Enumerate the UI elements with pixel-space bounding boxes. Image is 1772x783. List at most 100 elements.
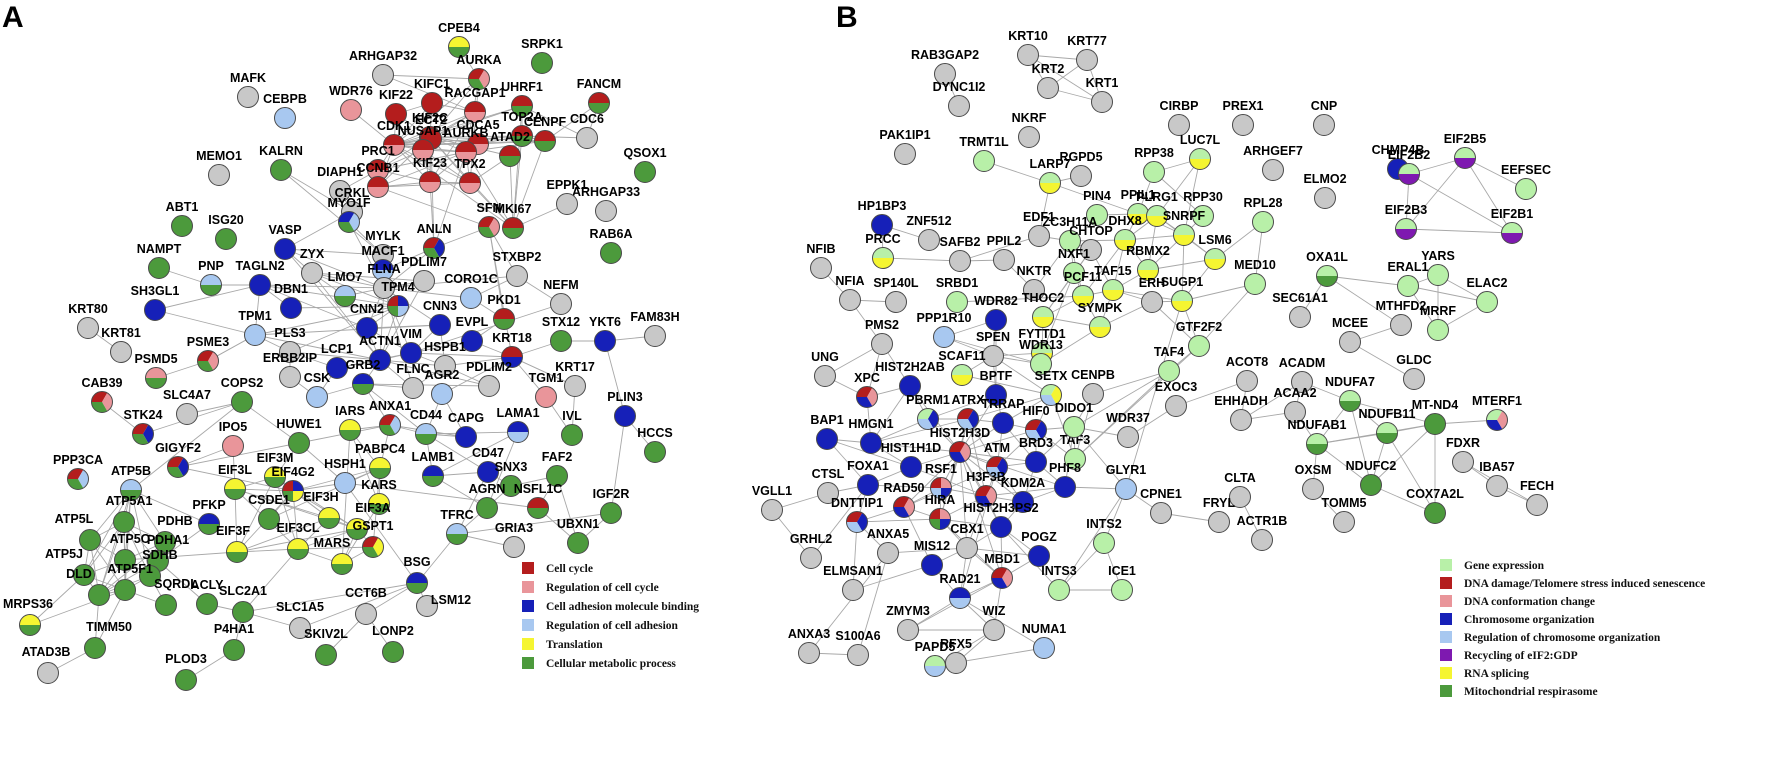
node-psmd5: PSMD5: [134, 352, 178, 389]
node-mrps36: MRPS36: [3, 597, 53, 636]
node-setx: SETX: [1035, 369, 1068, 406]
node-label-kars: KARS: [361, 478, 396, 492]
legend-label: Gene expression: [1464, 560, 1545, 572]
node-label-hp1bp3: HP1BP3: [858, 199, 907, 213]
node-nefm: NEFM: [543, 278, 579, 315]
edge-flna-stxbp2: [383, 275, 518, 289]
node-label-psme3: PSME3: [187, 335, 229, 349]
legend-swatch: [1440, 685, 1452, 697]
node-huwe1: HUWE1: [276, 417, 322, 454]
node-ndufc2: NDUFC2: [1346, 459, 1396, 496]
node-label-pogz: POGZ: [1021, 530, 1057, 544]
node-label-cox7a2l: COX7A2L: [1406, 487, 1464, 501]
node-mthfd2: MTHFD2: [1376, 299, 1426, 336]
node-label-mrrf: MRRF: [1420, 304, 1456, 318]
node-label-cdca5: CDCA5: [456, 118, 499, 132]
edge-tpx2-aurka: [469, 78, 480, 184]
node-pms2: PMS2: [865, 318, 899, 355]
node-papd5: PAPD5: [915, 640, 955, 677]
node-label-setx: SETX: [1035, 369, 1068, 383]
node-cdk1: CDK1: [377, 119, 411, 156]
node-label-nxf1: NXF1: [1058, 247, 1090, 261]
edge-ect2-anln: [430, 138, 435, 249]
node-label-sugp1: SUGP1: [1161, 275, 1203, 289]
node-label-anxa3: ANXA3: [788, 627, 830, 641]
node-rad21: RAD21: [940, 572, 981, 609]
edge-hist2h3d-hmgn1: [870, 442, 961, 453]
node-cdc6: CDC6: [570, 112, 604, 149]
edge-cnn2-cnn3: [366, 324, 441, 329]
edge-dido1-glyr1: [1073, 426, 1127, 490]
node-prex1: PREX1: [1223, 99, 1264, 136]
node-krt18: KRT18: [492, 331, 532, 368]
node-ints2: INTS2: [1086, 517, 1122, 554]
panel-a-letter: A: [2, 1, 24, 34]
node-label-pms2: PMS2: [865, 318, 899, 332]
edge-grhl2-foxa1: [810, 484, 869, 559]
node-cd47: CD47: [472, 446, 504, 483]
edge-atp5b-sdhb: [130, 489, 151, 577]
node-hist1h1d: HIST1H1D: [881, 441, 941, 478]
edge-hira-dnttip1: [856, 518, 941, 523]
node-label-ykt6: YKT6: [589, 315, 621, 329]
node-label-kifc1: KIFC1: [414, 77, 450, 91]
node-memo1: MEMO1: [196, 149, 242, 186]
node-label-iba57: IBA57: [1479, 460, 1514, 474]
node-label-prc1: PRC1: [361, 144, 394, 158]
node-label-cenpb: CENPB: [1071, 368, 1115, 382]
node-label-mt-nd4: MT-ND4: [1412, 398, 1459, 412]
edge-actn1-pdlim7: [379, 280, 425, 361]
node-pdlim7: PDLIM7: [401, 255, 447, 292]
node-label-myo1f: MYO1F: [327, 196, 370, 210]
node-arhgap33: ARHGAP33: [572, 185, 640, 222]
edge-hist2h3d-mbd1: [959, 451, 1003, 579]
node-label-gldc: GLDC: [1396, 353, 1431, 367]
node-label-pin4: PIN4: [1083, 189, 1111, 203]
edge-aurkb-mki67: [465, 151, 514, 229]
edge-krt10-krt1: [1027, 54, 1103, 103]
node-label-pdhb: PDHB: [157, 514, 192, 528]
node-hccs: HCCS: [637, 426, 673, 463]
node-label-taf15: TAF15: [1094, 264, 1131, 278]
node-label-sfn: SFN: [477, 201, 502, 215]
edge-eif2b3-eif2b1: [1405, 228, 1513, 234]
edge-aurkb-ccnb1: [377, 151, 467, 188]
node-chtop: CHTOP: [1069, 224, 1113, 261]
node-eif3cl: EIF3CL: [276, 521, 320, 560]
node-label-sympk: SYMPK: [1078, 301, 1122, 315]
edge-luc7l-plrg1: [1156, 158, 1201, 217]
edge-uhrf1-cdc6: [521, 105, 588, 139]
node-nkrf: NKRF: [1012, 111, 1047, 148]
edge-pabpc4-csde1: [268, 467, 381, 520]
edge-foxa1-rsf1: [867, 484, 942, 489]
node-label-spen: SPEN: [976, 330, 1010, 344]
node-label-oxsm: OXSM: [1295, 463, 1332, 477]
node-label-plin3: PLIN3: [607, 390, 642, 404]
edge-ndufab1-ndufc2: [1316, 443, 1372, 486]
node-label-racgap1: RACGAP1: [444, 86, 505, 100]
node-nxf1: NXF1: [1058, 247, 1090, 284]
edge-aurkb-prc1: [377, 151, 467, 171]
edge-elmsan1-dnttip1: [852, 521, 858, 591]
node-label-vim: VIM: [400, 327, 422, 341]
node-label-phf8: PHF8: [1049, 461, 1081, 475]
node-brd3: BRD3: [1019, 436, 1053, 473]
edge-flna-coro1c: [383, 287, 472, 299]
edge-flna-vasp: [284, 248, 385, 289]
node-label-ubxn1: UBXN1: [557, 517, 599, 531]
node-label-rab6a: RAB6A: [589, 227, 632, 241]
node-ppil1: PPIL1: [1121, 188, 1155, 225]
node-lonp2: LONP2: [372, 624, 414, 663]
node-label-atad2: ATAD2: [490, 130, 530, 144]
node-label-erh: ERH: [1139, 276, 1165, 290]
node-label-atp5o: ATP5O: [110, 532, 151, 546]
edge-snrpf-sugp1: [1181, 234, 1185, 302]
node-actr1b: ACTR1B: [1237, 514, 1287, 551]
node-atad3b: ATAD3B: [22, 645, 70, 684]
edge-exoc3-acot8: [1175, 380, 1248, 407]
node-label-s100a6: S100A6: [835, 629, 880, 643]
node-label-psmd5: PSMD5: [134, 352, 177, 366]
node-label-sqrdl: SQRDL: [154, 577, 198, 591]
node-label-exoc3: EXOC3: [1155, 380, 1197, 394]
node-hist2h2ab: HIST2H2AB: [875, 360, 945, 397]
